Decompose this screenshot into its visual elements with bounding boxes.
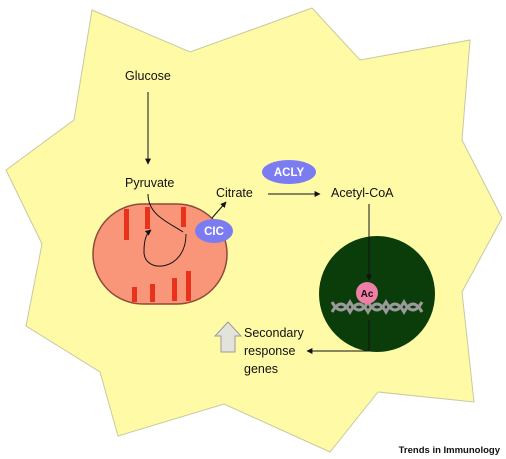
acly-badge-label: ACLY bbox=[274, 167, 305, 179]
label-citrate: Citrate bbox=[216, 186, 253, 200]
label-response: response bbox=[244, 344, 295, 358]
cristae bbox=[124, 207, 191, 302]
upregulation-arrow-icon bbox=[213, 321, 243, 353]
arrows bbox=[143, 92, 372, 354]
arrow-nucleus-to-genes bbox=[306, 320, 370, 354]
mitochondrion bbox=[92, 203, 228, 305]
mitochondrion-body bbox=[92, 203, 228, 305]
dna-helix bbox=[330, 298, 424, 316]
cic-badge-label: CIC bbox=[204, 226, 224, 238]
ac-badge-shape bbox=[356, 282, 378, 304]
label-acetyl-coa: Acetyl-CoA bbox=[331, 186, 394, 200]
ac-badge: Ac bbox=[356, 282, 378, 304]
label-secondary: Secondary bbox=[244, 326, 305, 340]
arrow-cic-to-citrate bbox=[211, 201, 227, 219]
label-glucose: Glucose bbox=[125, 69, 171, 83]
ac-badge-label: Ac bbox=[361, 289, 374, 300]
label-genes: genes bbox=[244, 362, 278, 376]
journal-credit: Trends in Immunology bbox=[399, 445, 501, 456]
tca-cycle-arrow bbox=[143, 229, 187, 267]
acly-badge-shape bbox=[262, 160, 316, 184]
label-pyruvate: Pyruvate bbox=[125, 176, 174, 190]
acly-badge: ACLY bbox=[262, 160, 316, 184]
cic-badge: CIC bbox=[195, 219, 233, 243]
cic-badge-shape bbox=[195, 219, 233, 243]
arrow-pyruvate-into-mito bbox=[147, 193, 184, 233]
cell-membrane bbox=[5, 7, 503, 453]
